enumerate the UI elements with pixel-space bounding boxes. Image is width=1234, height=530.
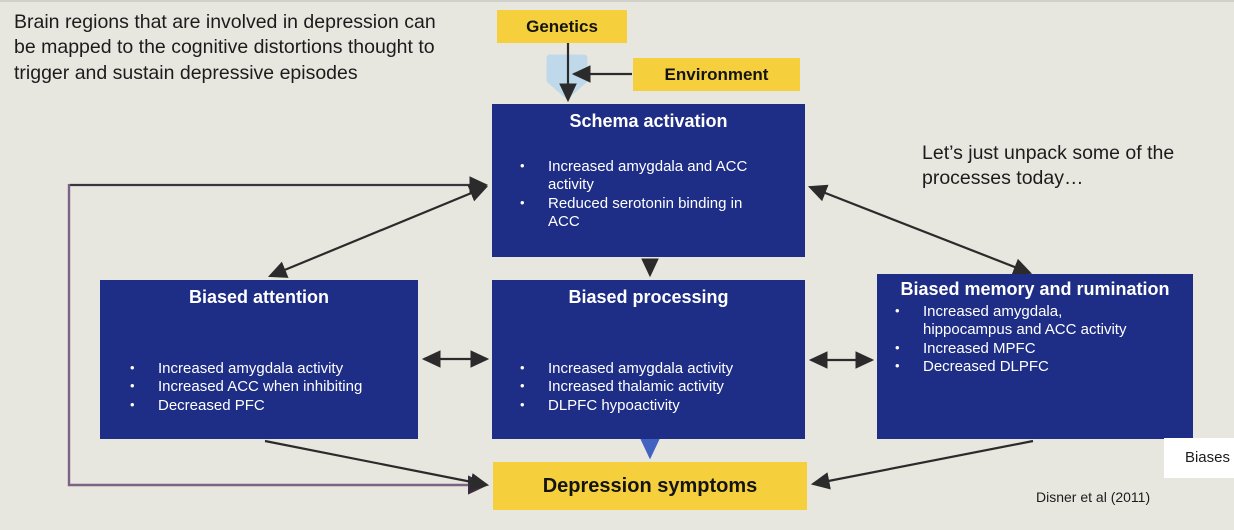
arrow-loop-to-symptoms [67,184,489,495]
node-processing-bullets: Increased amygdala activityIncreased tha… [518,360,773,416]
node-symptoms-label: Depression symptoms [542,474,758,497]
node-attention-bullets: Increased amygdala activityIncreased ACC… [128,360,418,416]
node-schema-bullets: Increased amygdala and ACC activityReduc… [518,158,773,232]
node-attention-title: Biased attention [188,287,330,307]
arrow-schema-attention [267,185,489,278]
node-genetics-label: Genetics [526,16,598,36]
node-memory-bullets: Increased amygdala, hippocampus and ACC … [893,303,1141,377]
node-biased-processing: Biased processing Increased amygdala act… [492,280,805,439]
bullet-item: Decreased PFC [128,397,418,416]
citation-text: Disner et al (2011) [1036,489,1151,505]
node-memory-title: Biased memory and rumination [900,279,1170,299]
intro-text: Brain regions that are involved in depre… [14,11,436,84]
node-biased-memory: Biased memory and rumination Increased a… [877,274,1193,439]
node-schema-title: Schema activation [569,111,728,131]
corner-label-background [1164,438,1234,478]
node-biased-attention: Biased attention Increased amygdala acti… [100,280,418,439]
node-environment: Environment [633,58,800,91]
arrow-schema-memory [807,184,1033,276]
bullet-item: Increased amygdala activity [518,360,773,379]
bullet-item: Increased amygdala, hippocampus and ACC … [893,303,1141,340]
node-genetics: Genetics [497,10,627,43]
bullet-item: DLPFC hypoactivity [518,397,773,416]
bullet-item: Increased thalamic activity [518,378,773,397]
arrow-memory-to-symptoms [810,439,1034,490]
node-processing-title: Biased processing [568,287,729,307]
bullet-item: Increased amygdala activity [128,360,418,379]
corner-label: Biases [1184,449,1230,466]
node-depression-symptoms: Depression symptoms [493,462,807,510]
arrow-attention-to-symptoms [264,439,490,491]
bullet-item: Increased MPFC [893,340,1141,359]
bullet-item: Increased amygdala and ACC activity [518,158,773,195]
bullet-item: Reduced serotonin binding in ACC [518,195,773,232]
node-schema-activation: Schema activation Increased amygdala and… [492,104,805,257]
node-environment-label: Environment [664,64,769,84]
bullet-item: Increased ACC when inhibiting [128,378,418,397]
bullet-item: Decreased DLPFC [893,358,1141,377]
aside-text: Let’s just unpack some of the processes … [922,142,1175,190]
